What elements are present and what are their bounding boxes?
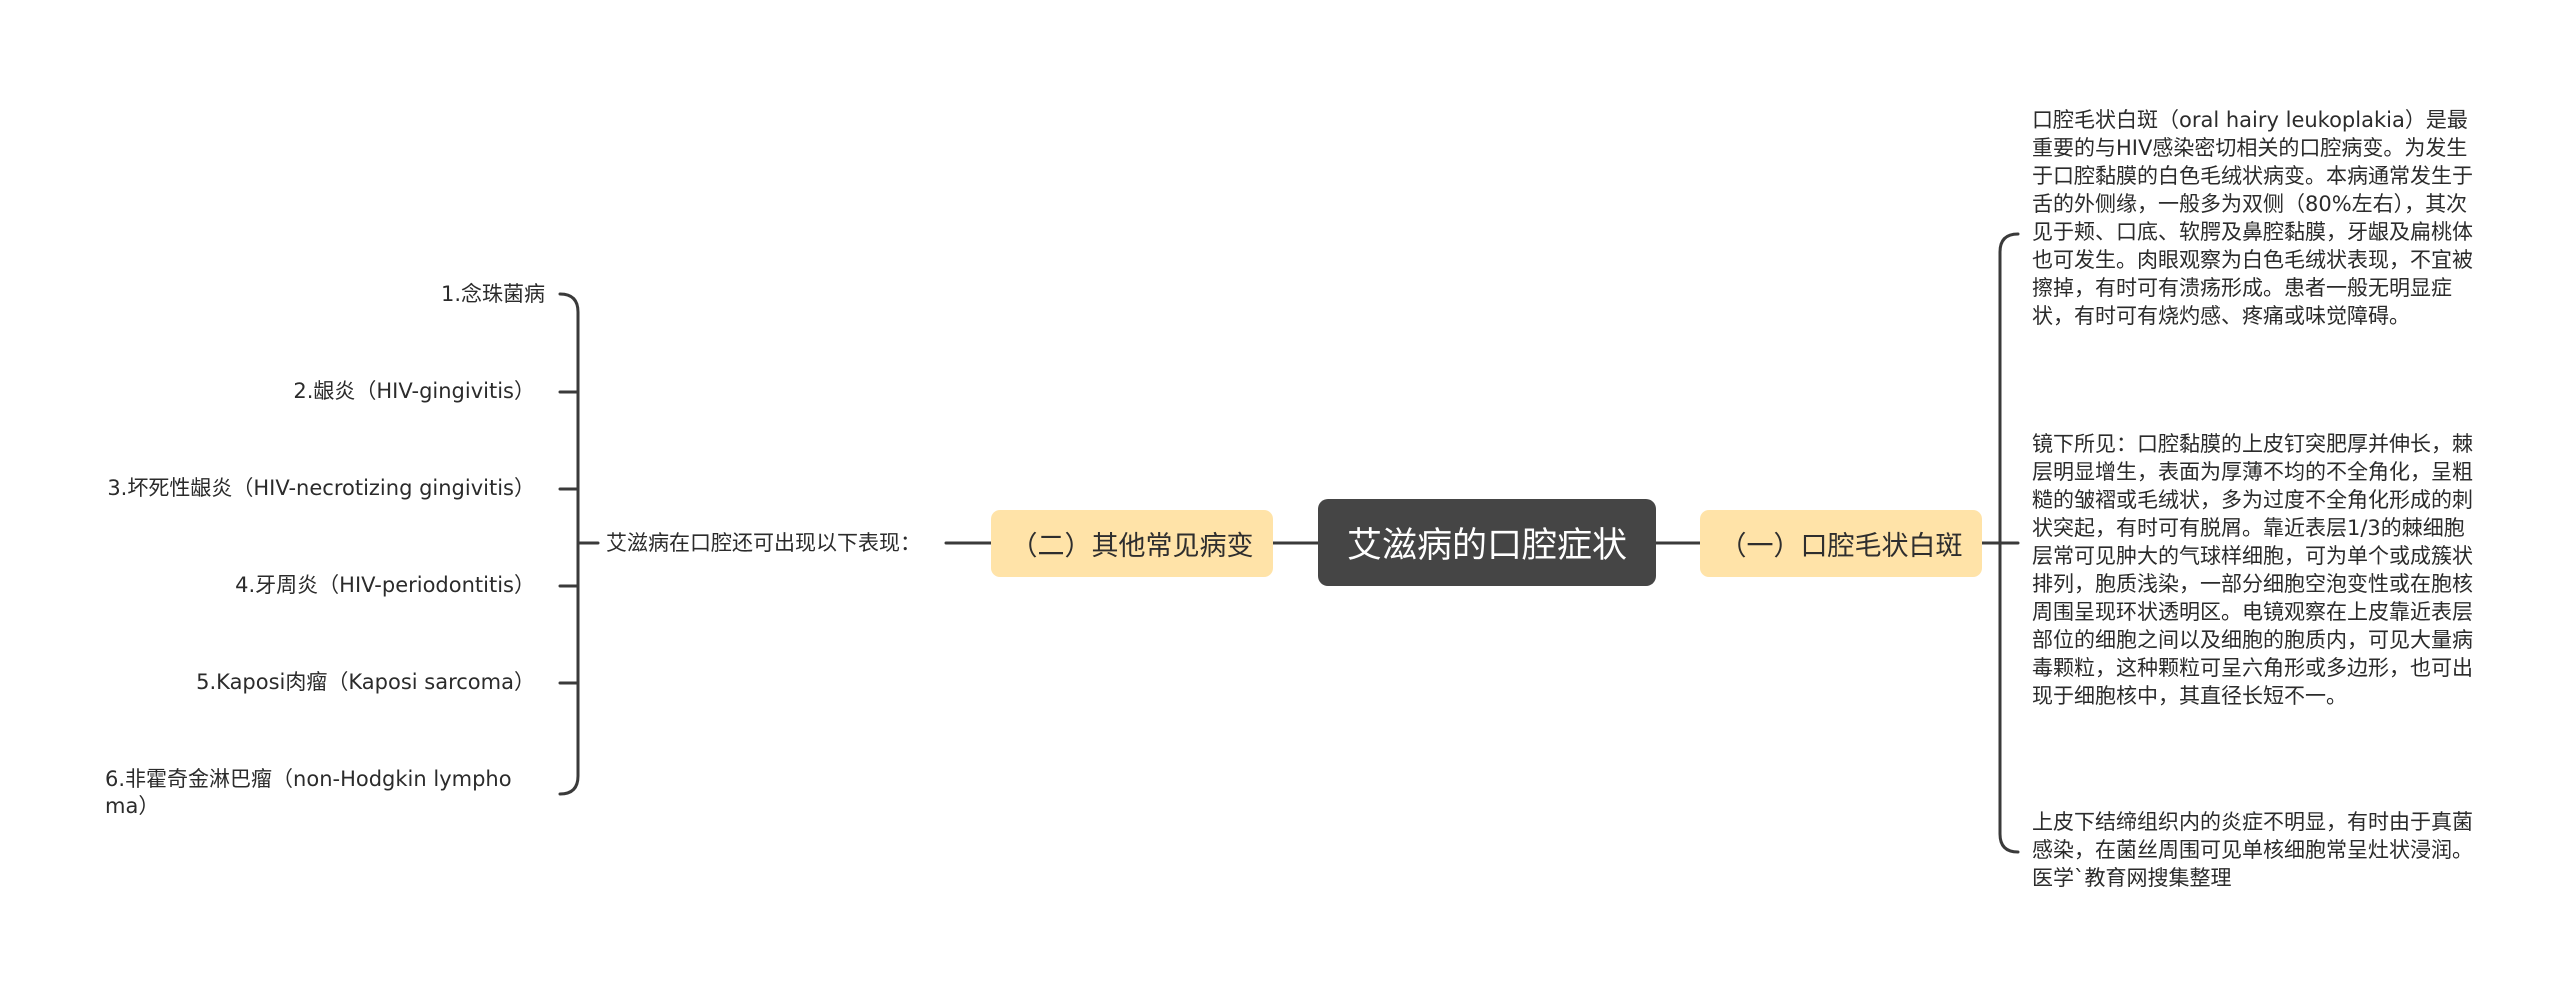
- branch-other-lesions[interactable]: （二）其他常见病变: [991, 510, 1273, 577]
- leaf-necrotizing-gingivitis[interactable]: 3.坏死性龈炎（HIV-necrotizing gingivitis）: [107, 476, 535, 500]
- leaf-non-hodgkin-line1: 6.非霍奇金淋巴瘤（non-Hodgkin lympho: [105, 767, 512, 791]
- left-intro-text[interactable]: 艾滋病在口腔还可出现以下表现：: [606, 531, 921, 555]
- left-bracket: [558, 292, 580, 796]
- leaf-kaposi-sarcoma[interactable]: 5.Kaposi肉瘤（Kaposi sarcoma）: [196, 670, 535, 694]
- root-node[interactable]: 艾滋病的口腔症状: [1318, 499, 1656, 586]
- leaf-candidiasis[interactable]: 1.念珠菌病: [440, 282, 545, 306]
- leaf-subepithelial-inflammation[interactable]: 上皮下结缔组织内的炎症不明显，有时由于真菌感染，在菌丝周围可见单核细胞常呈灶状浸…: [2032, 810, 2473, 890]
- leaf-non-hodgkin-line2: ma）: [105, 794, 160, 818]
- leaf-gingivitis[interactable]: 2.龈炎（HIV-gingivitis）: [293, 379, 535, 403]
- leaf-hairy-leukoplakia-overview[interactable]: 口腔毛状白斑（oral hairy leukoplakia）是最重要的与HIV感…: [2032, 108, 2473, 328]
- leaf-non-hodgkin-lymphoma[interactable]: 6.非霍奇金淋巴瘤（non-Hodgkin lympho ma）: [105, 766, 512, 820]
- branch-hairy-leukoplakia[interactable]: （一）口腔毛状白斑: [1700, 510, 1982, 577]
- leaf-microscopic-findings[interactable]: 镜下所见：口腔黏膜的上皮钉突肥厚并伸长，棘层明显增生，表面为厚薄不均的不全角化，…: [2032, 432, 2473, 708]
- leaf-periodontitis[interactable]: 4.牙周炎（HIV-periodontitis）: [235, 573, 535, 597]
